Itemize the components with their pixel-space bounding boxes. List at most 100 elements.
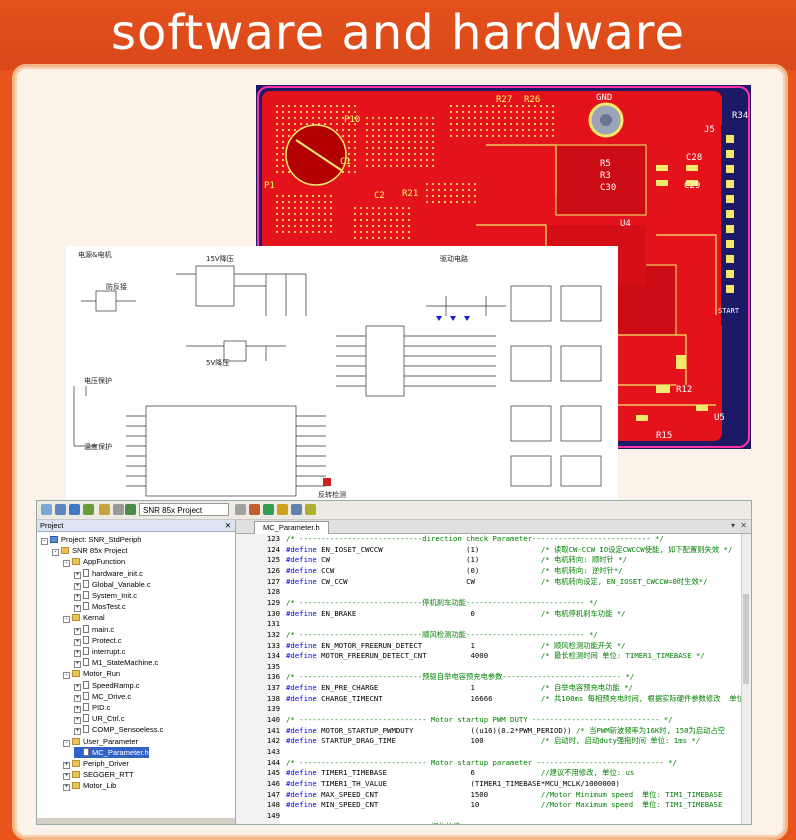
pack-installer-icon[interactable]: [263, 504, 274, 515]
gear-icon[interactable]: [291, 504, 302, 515]
code-area[interactable]: 123/* ----------------------------direct…: [236, 534, 741, 824]
tree-file-item[interactable]: +MC_Drive.c: [74, 691, 131, 702]
code-line[interactable]: 138#define CHARGE_TIMECNT 16666 /* 共100m…: [236, 693, 741, 705]
code-line[interactable]: 130#define EN_BRAKE 0 /* 电机停机刹车功能 */: [236, 608, 741, 620]
code-line[interactable]: 147#define MAX_SPEED_CNT 1500 //Motor Mi…: [236, 789, 741, 801]
tree-file-item[interactable]: +System_Init.c: [74, 590, 137, 601]
expand-icon[interactable]: +: [74, 683, 81, 691]
code-line[interactable]: 142#define STARTUP_DRAG_TIME 100 /* 启动时,…: [236, 736, 741, 747]
collapse-icon[interactable]: -: [63, 560, 70, 568]
expand-icon[interactable]: +: [74, 627, 81, 635]
tree-folder-item[interactable]: +SEGGER_RTT: [63, 769, 134, 781]
expand-icon[interactable]: +: [74, 638, 81, 646]
expand-icon[interactable]: +: [74, 605, 81, 613]
expand-icon[interactable]: +: [74, 717, 81, 725]
code-line[interactable]: 125#define CW (1) /* 电机转向: 顺时针 */: [236, 555, 741, 566]
expand-icon[interactable]: +: [74, 706, 81, 713]
code-comment: /* 当PWM斩波频率为16K时, 150为启动占空: [575, 725, 726, 735]
expand-icon[interactable]: +: [74, 728, 81, 736]
code-line[interactable]: 134#define MOTOR_FREERUN_DETECT_CNT 4000…: [236, 651, 741, 662]
tree-file-item[interactable]: +M1_StateMachine.c: [74, 657, 158, 669]
tree-folder-item[interactable]: -Project: SNR_StdPeriph: [41, 534, 141, 545]
code-line[interactable]: 123/* ----------------------------direct…: [236, 534, 741, 545]
expand-icon[interactable]: +: [74, 594, 81, 601]
tree-file-item[interactable]: +Protect.c: [74, 635, 122, 646]
code-line[interactable]: 149: [236, 810, 741, 822]
code-line[interactable]: 148#define MIN_SPEED_CNT 10 //Motor Maxi…: [236, 800, 741, 811]
code-line[interactable]: 127#define CW_CCW CW /* 电机转向设定, EN_IOSET…: [236, 576, 741, 588]
collapse-icon[interactable]: -: [63, 616, 70, 624]
code-line[interactable]: 128: [236, 587, 741, 598]
tree-file-item[interactable]: +interrupt.c: [74, 646, 125, 657]
stop-build-icon[interactable]: [113, 504, 124, 515]
code-line[interactable]: 140/* ----------------------------- Moto…: [236, 715, 741, 726]
vertical-scrollbar[interactable]: [741, 534, 751, 824]
tree-folder-item[interactable]: -Kernal: [63, 612, 105, 624]
load-icon[interactable]: [83, 504, 94, 515]
target-select[interactable]: SNR 85x Project: [139, 503, 229, 516]
code-editor[interactable]: MC_Parameter.h ▾ ✕ 123/* ---------------…: [236, 520, 751, 824]
close-icon[interactable]: ✕: [740, 521, 747, 530]
close-icon[interactable]: ✕: [224, 521, 231, 530]
target-options-icon[interactable]: [235, 504, 246, 515]
code-text: /* ----------------------------- Motor s…: [286, 715, 673, 725]
batch-build-icon[interactable]: [69, 504, 80, 515]
expand-icon[interactable]: +: [74, 650, 81, 657]
tree-file-item[interactable]: +COMP_Sensoeless.c: [74, 724, 163, 736]
collapse-icon[interactable]: -: [63, 739, 70, 747]
tree-file-item[interactable]: +MosTest.c: [74, 601, 126, 613]
code-text: #define TIMER1_TIMEBASE 6 //建议不用修改, 单位: …: [286, 768, 634, 779]
tree-folder-item[interactable]: -AppFunction: [63, 556, 125, 568]
define-keyword: #define: [286, 789, 317, 799]
editor-tab[interactable]: MC_Parameter.h: [254, 521, 329, 534]
code-line[interactable]: 139: [236, 704, 741, 716]
expand-icon[interactable]: +: [74, 694, 81, 702]
code-line[interactable]: 136/* ----------------------------预驱自举电容…: [236, 672, 741, 684]
code-line[interactable]: 145#define TIMER1_TIMEBASE 6 //建议不用修改, 单…: [236, 768, 741, 779]
expand-icon[interactable]: +: [74, 582, 81, 590]
build-icon[interactable]: [41, 504, 52, 515]
code-line[interactable]: 124#define EN_IOSET_CWCCW (1) /* 读取CW-CC…: [236, 544, 741, 556]
wand-icon[interactable]: [305, 504, 316, 515]
code-line[interactable]: 133#define EN_MOTOR_FREERUN_DETECT 1 /* …: [236, 640, 741, 652]
tree-file-item[interactable]: +UR_Ctrl.c: [74, 713, 125, 725]
code-line[interactable]: 132/* ----------------------------顺风检测功能…: [236, 629, 741, 641]
tree-folder-item[interactable]: +Periph_Driver: [63, 758, 129, 769]
download-icon[interactable]: [99, 504, 110, 515]
options-icon[interactable]: [125, 504, 136, 515]
code-line[interactable]: 137#define EN_PRE_CHARGE 1 /* 自举电容预充电功能 …: [236, 683, 741, 694]
code-line[interactable]: 143: [236, 747, 741, 758]
tree-folder-item[interactable]: -Motor_Run: [63, 668, 120, 680]
panel-tabs[interactable]: [37, 818, 235, 824]
tree-file-item[interactable]: MC_Parameter.h: [74, 746, 149, 758]
expand-icon[interactable]: +: [74, 661, 81, 669]
tree-file-item[interactable]: +hardware_init.c: [74, 568, 143, 579]
code-line[interactable]: 129/* ----------------------------停机刹车功能…: [236, 597, 741, 609]
tree-file-item[interactable]: +Global_Variable.c: [74, 579, 151, 590]
expand-icon[interactable]: +: [74, 571, 81, 579]
expand-icon[interactable]: +: [63, 762, 70, 769]
expand-icon[interactable]: +: [63, 784, 70, 792]
code-line[interactable]: 144/* ----------------------------- Moto…: [236, 757, 741, 769]
collapse-icon[interactable]: -: [41, 538, 48, 545]
tree-folder-item[interactable]: +Motor_Lib: [63, 780, 116, 792]
rte-icon[interactable]: [277, 504, 288, 515]
tree-folder-item[interactable]: -User_Parameter: [63, 736, 138, 747]
tree-file-item[interactable]: +main.c: [74, 624, 114, 635]
code-line[interactable]: 126#define CCW (0) /* 电机转向: 逆时针*/: [236, 565, 741, 577]
code-line[interactable]: 131: [236, 619, 741, 630]
rebuild-icon[interactable]: [55, 504, 66, 515]
tree-file-item[interactable]: +PID.c: [74, 702, 110, 713]
code-line[interactable]: 135: [236, 661, 741, 673]
tree-folder-item[interactable]: -SNR 85x Project: [52, 545, 127, 557]
manage-components-icon[interactable]: [249, 504, 260, 515]
define-body: CW_CCW CW: [316, 576, 541, 586]
tree-file-item[interactable]: +SpeedRamp.c: [74, 680, 140, 691]
expand-icon[interactable]: +: [63, 773, 70, 781]
code-line[interactable]: 141#define MOTOR_STARTUP_PWMDUTY ((u16)(…: [236, 725, 741, 737]
collapse-icon[interactable]: -: [63, 672, 70, 680]
code-line[interactable]: 146#define TIMER1_TH_VALUE (TIMER1_TIMEB…: [236, 778, 741, 790]
chevron-down-icon[interactable]: ▾: [730, 521, 735, 530]
collapse-icon[interactable]: -: [52, 549, 59, 557]
scrollbar-thumb[interactable]: [743, 594, 749, 684]
